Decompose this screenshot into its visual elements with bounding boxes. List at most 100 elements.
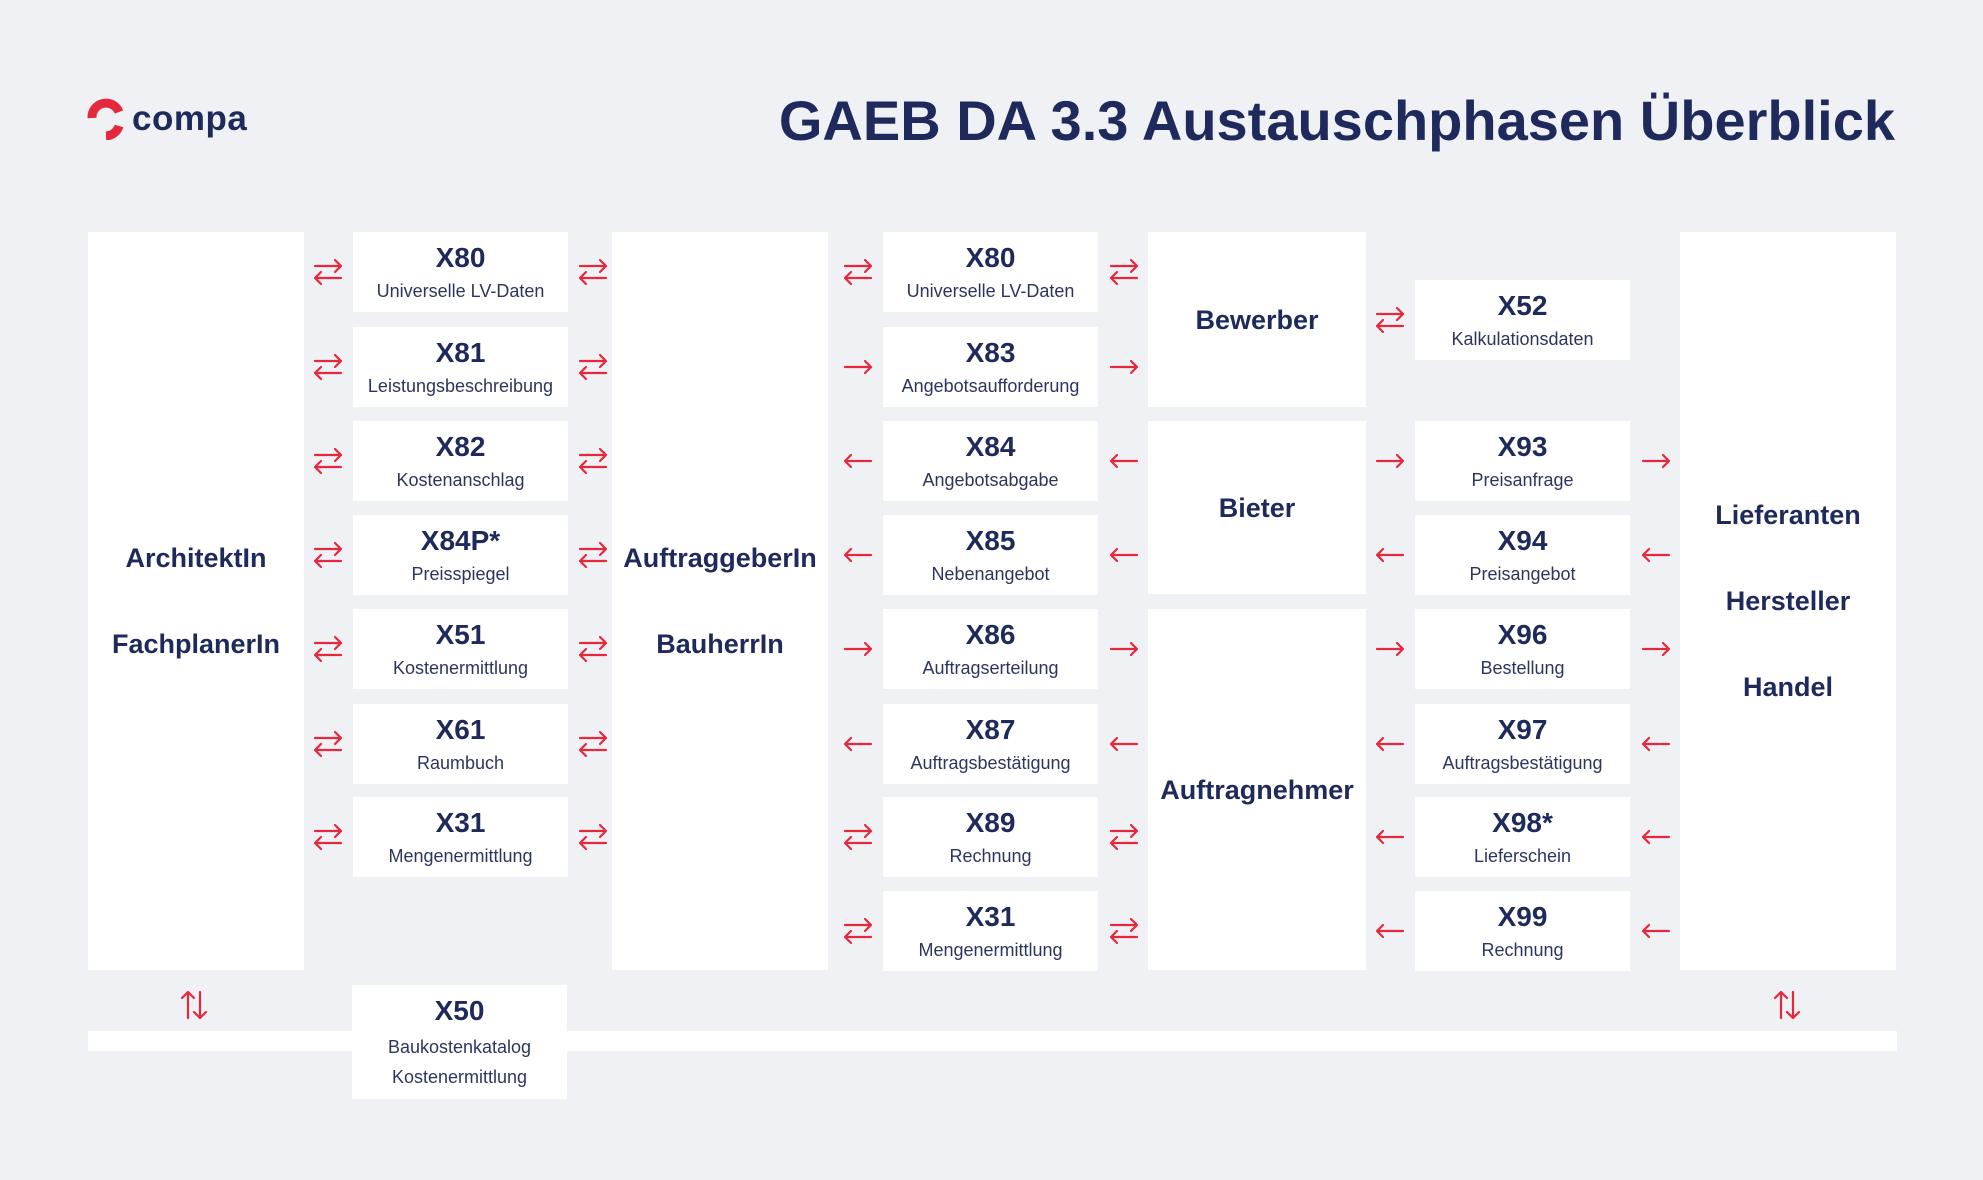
- arrow-right-icon: [841, 632, 875, 666]
- exchange-arrows-icon: [576, 350, 610, 384]
- format-label: Baukostenkatalog: [387, 1037, 532, 1057]
- format-label: Angebotsabgabe: [922, 469, 1059, 490]
- exchange-arrows-icon: [576, 727, 610, 761]
- format-code: X87: [965, 713, 1016, 745]
- party-auftraggeber-line1: AuftraggeberIn: [623, 543, 817, 573]
- party-bieter: Bieter: [1148, 421, 1366, 594]
- exchange-arrows-icon: [841, 914, 875, 948]
- party-architekt-line2: FachplanerIn: [111, 629, 281, 659]
- format-code: X89: [965, 806, 1016, 838]
- format-label: Nebenangebot: [931, 563, 1050, 584]
- exchange-arrows-icon: [311, 820, 345, 854]
- format-label: Kalkulationsdaten: [1451, 328, 1594, 349]
- up-down-arrows-icon: [1770, 988, 1804, 1022]
- exchange-arrows-icon: [1373, 303, 1407, 337]
- format-label: Auftragsbestätigung: [1442, 752, 1603, 773]
- format-label: Universelle LV-Daten: [376, 280, 545, 301]
- party-architekt: ArchitektIn FachplanerIn: [88, 232, 304, 970]
- format-label: Preisangebot: [1469, 563, 1576, 584]
- format-label: Rechnung: [1481, 939, 1564, 960]
- party-lieferanten-line3: Handel: [1742, 672, 1834, 702]
- format-code: X80: [965, 241, 1016, 273]
- arrow-left-icon: [1373, 914, 1407, 948]
- exchange-arrows-icon: [841, 820, 875, 854]
- format-code: X86: [965, 618, 1016, 650]
- exchange-arrows-icon: [1107, 255, 1141, 289]
- format-label: Mengenermittlung: [918, 939, 1063, 960]
- exchange-arrows-icon: [576, 538, 610, 572]
- format-label: Angebotsaufforderung: [901, 375, 1080, 396]
- format-code: X99: [1497, 900, 1548, 932]
- arrow-left-icon: [841, 538, 875, 572]
- format-label: Auftragserteilung: [922, 657, 1059, 678]
- exchange-arrows-icon: [311, 350, 345, 384]
- format-code: X93: [1497, 430, 1548, 462]
- format-code: X82: [435, 430, 486, 462]
- exchange-arrows-icon: [576, 255, 610, 289]
- party-bewerber: Bewerber: [1148, 232, 1366, 407]
- format-label: Raumbuch: [416, 752, 505, 773]
- format-label: Universelle LV-Daten: [906, 280, 1075, 301]
- exchange-arrows-icon: [311, 444, 345, 478]
- format-label: Preisspiegel: [411, 563, 510, 584]
- exchange-arrows-icon: [576, 820, 610, 854]
- format-label: Leistungsbeschreibung: [367, 375, 554, 396]
- arrow-left-icon: [1107, 727, 1141, 761]
- format-box-x98: X98*Lieferschein: [1415, 797, 1630, 877]
- format-code: X50: [434, 995, 485, 1026]
- arrow-right-icon: [841, 350, 875, 384]
- arrow-left-icon: [1639, 914, 1673, 948]
- format-code: X84: [965, 430, 1016, 462]
- exchange-arrows-icon: [1107, 820, 1141, 854]
- format-label: Bestellung: [1480, 657, 1565, 678]
- arrow-left-icon: [1639, 538, 1673, 572]
- format-label: Rechnung: [949, 845, 1032, 866]
- arrow-left-icon: [1639, 820, 1673, 854]
- format-label: Mengenermittlung: [388, 845, 533, 866]
- format-code: X31: [965, 900, 1016, 932]
- format-code: X81: [435, 336, 486, 368]
- format-code: X52: [1497, 289, 1548, 321]
- exchange-arrows-icon: [576, 444, 610, 478]
- compa-logo: compa: [86, 98, 247, 140]
- party-lieferanten: Lieferanten Hersteller Handel: [1680, 232, 1896, 970]
- format-label: Lieferschein: [1473, 845, 1572, 866]
- party-auftraggeber: AuftraggeberIn BauherrIn: [612, 232, 828, 970]
- format-code: X80: [435, 241, 486, 273]
- format-code: X94: [1497, 524, 1548, 556]
- arrow-left-icon: [1373, 820, 1407, 854]
- format-label: Preisanfrage: [1471, 469, 1574, 490]
- party-lieferanten-line1: Lieferanten: [1715, 500, 1861, 530]
- format-label: Kostenanschlag: [396, 469, 525, 490]
- arrow-left-icon: [841, 444, 875, 478]
- exchange-arrows-icon: [1107, 914, 1141, 948]
- arrow-left-icon: [1639, 727, 1673, 761]
- arrow-left-icon: [841, 727, 875, 761]
- format-box-x84p: X84P*Preisspiegel: [353, 515, 568, 595]
- party-bewerber-label: Bewerber: [1195, 304, 1319, 335]
- logo-text: compa: [132, 99, 248, 138]
- exchange-arrows-icon: [841, 255, 875, 289]
- format-code: X31: [435, 806, 486, 838]
- exchange-arrows-icon: [311, 727, 345, 761]
- arrow-left-icon: [1107, 538, 1141, 572]
- exchange-arrows-icon: [311, 538, 345, 572]
- party-architekt-line1: ArchitektIn: [125, 543, 267, 573]
- format-code: X85: [965, 524, 1016, 556]
- exchange-arrows-icon: [311, 632, 345, 666]
- party-auftragnehmer: Auftragnehmer: [1148, 609, 1366, 970]
